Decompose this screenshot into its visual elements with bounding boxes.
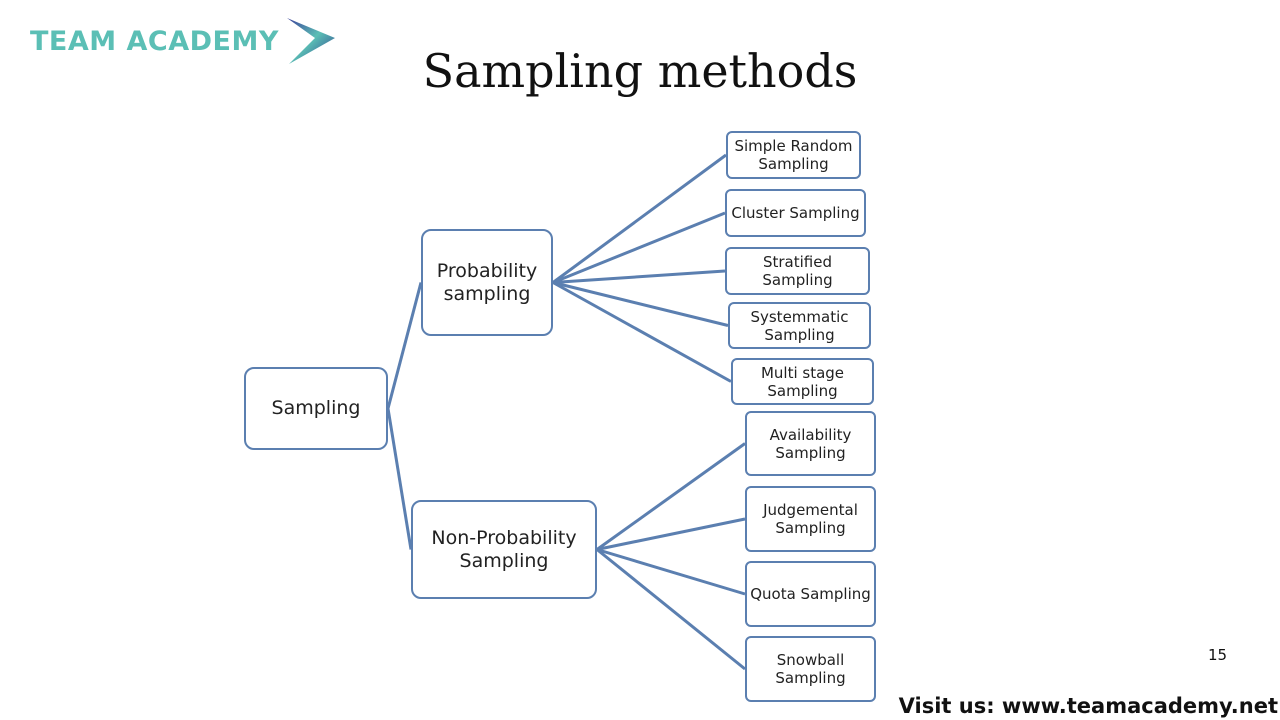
- chevron-arrow-icon: [286, 18, 335, 64]
- node-non-probability-sampling: Non-Probability Sampling: [411, 500, 597, 599]
- node-systemmatic-sampling: Systemmatic Sampling: [728, 302, 871, 349]
- footer-website: Visit us: www.teamacademy.net: [898, 694, 1278, 718]
- connector-root-nonprob: [386, 408, 413, 550]
- node-label: Availability Sampling: [769, 425, 852, 462]
- node-probability-sampling: Probability sampling: [421, 229, 553, 336]
- node-root: Sampling: [244, 367, 388, 450]
- node-label: Non-Probability Sampling: [431, 526, 577, 572]
- node-label: Multi stage Sampling: [760, 363, 845, 400]
- node-label: Probability sampling: [436, 259, 538, 305]
- connector-nonprob-n2: [596, 517, 746, 551]
- node-label: Quota Sampling: [750, 585, 871, 603]
- node-label: Sampling: [271, 397, 361, 420]
- connector-prob-p2: [552, 211, 726, 284]
- node-label: Simple Random Sampling: [734, 137, 853, 173]
- node-label: Snowball Sampling: [775, 651, 846, 687]
- node-quota-sampling: Quota Sampling: [745, 561, 876, 627]
- node-label: Judgemental Sampling: [763, 501, 858, 537]
- node-stratified-sampling: Stratified Sampling: [725, 247, 870, 295]
- page-number: 15: [1208, 646, 1228, 664]
- node-multi-stage-sampling: Multi stage Sampling: [731, 358, 874, 405]
- node-judgemental-sampling: Judgemental Sampling: [745, 486, 876, 552]
- connector-nonprob-n1: [596, 442, 746, 551]
- connector-nonprob-n4: [596, 548, 746, 671]
- team-academy-logo: TEAM ACADEMY: [30, 16, 337, 66]
- slide-title: Sampling methods: [422, 44, 858, 98]
- node-label: Systemmatic Sampling: [750, 307, 849, 344]
- node-label: Stratified Sampling: [762, 253, 833, 289]
- connector-nonprob-n3: [596, 548, 746, 596]
- node-snowball-sampling: Snowball Sampling: [745, 636, 876, 702]
- connector-prob-p4: [552, 281, 729, 327]
- connector-prob-p5: [552, 281, 732, 383]
- node-cluster-sampling: Cluster Sampling: [725, 189, 866, 237]
- connector-root-prob: [386, 282, 423, 409]
- logo-text: TEAM ACADEMY: [30, 25, 279, 57]
- connector-prob-p3: [552, 269, 726, 284]
- node-availability-sampling: Availability Sampling: [745, 411, 876, 476]
- node-simple-random-sampling: Simple Random Sampling: [726, 131, 861, 179]
- connector-prob-p1: [552, 153, 727, 284]
- node-label: Cluster Sampling: [731, 204, 860, 222]
